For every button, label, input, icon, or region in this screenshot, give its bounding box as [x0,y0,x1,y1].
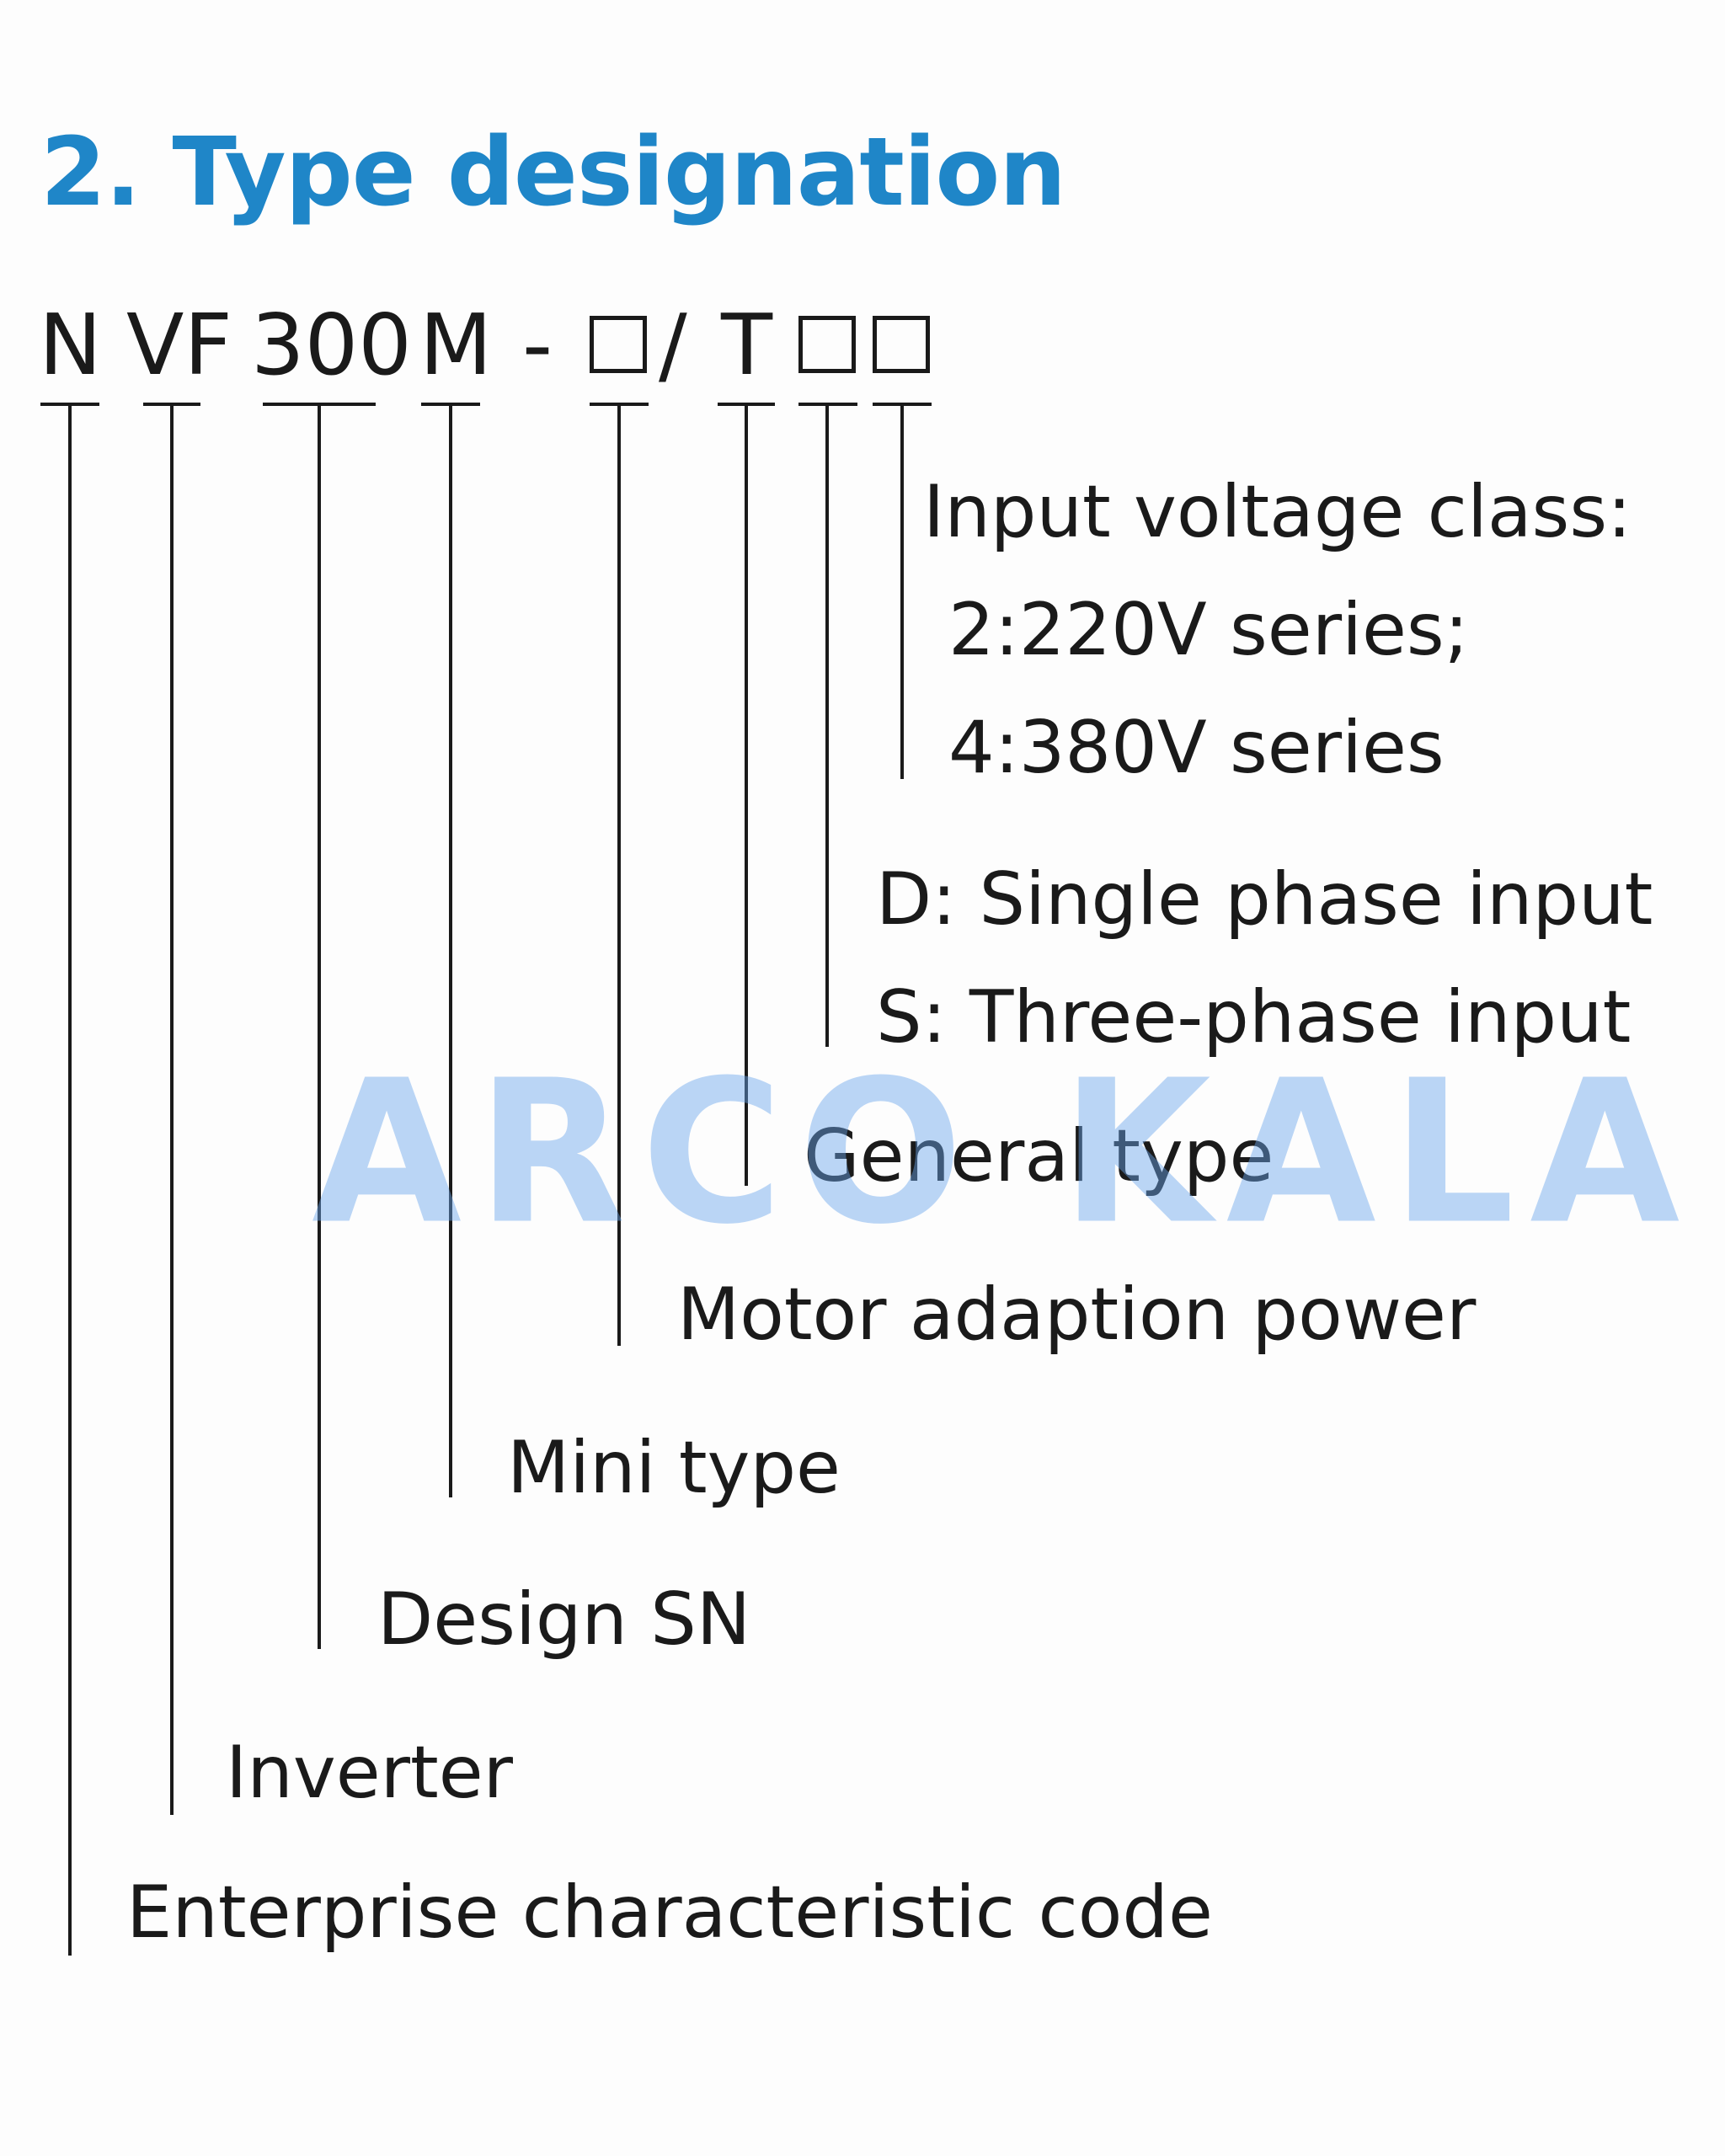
label-design-sn: Design SN [377,1577,751,1662]
label-general-type: General type [804,1114,1274,1198]
code-slash: / [659,296,687,394]
label-three-phase: S: Three-phase input [876,975,1632,1059]
label-voltage-heading: Input voltage class: [923,470,1632,554]
label-enterprise-code: Enterprise characteristic code [126,1870,1213,1955]
phase-placeholder-box [798,316,856,373]
label-mini-type: Mini type [507,1426,841,1510]
power-placeholder-box [590,316,647,373]
code-segment-series: 300 [251,296,412,394]
label-motor-power: Motor adaption power [677,1273,1477,1357]
code-segment-vf: VF [126,296,232,394]
label-voltage-380: 4:380V series [948,706,1445,790]
voltage-placeholder-box [873,316,930,373]
code-segment-m: M [419,296,493,394]
label-single-phase: D: Single phase input [876,857,1653,942]
watermark: ARCO KALA [312,1038,1696,1268]
page-title: 2. Type designation [40,118,1066,227]
code-segment-t: T [721,296,773,394]
code-segment-n: N [39,296,102,394]
code-dash: - [522,296,553,394]
label-voltage-220: 2:220V series; [948,588,1469,672]
label-inverter: Inverter [226,1731,514,1815]
